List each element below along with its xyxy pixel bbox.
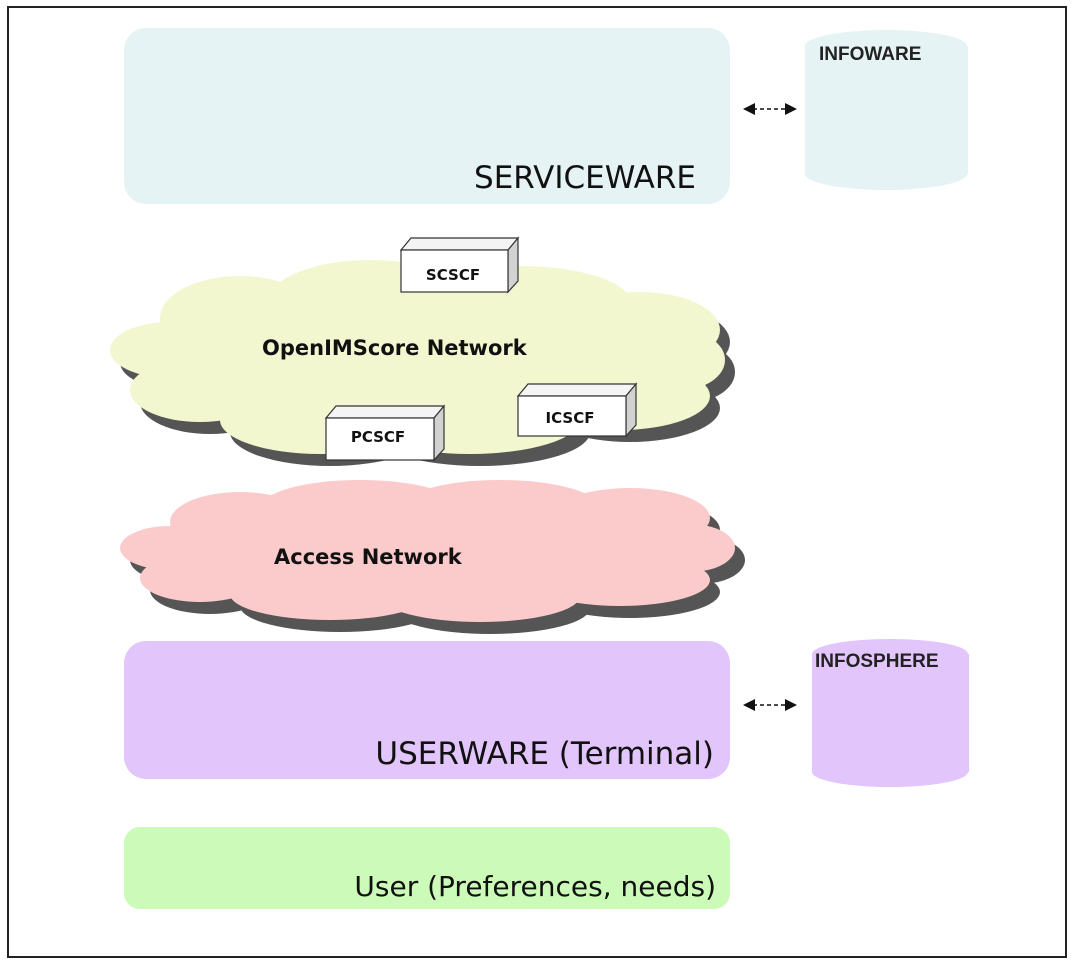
icscf-node-box <box>516 382 638 438</box>
infoware-cylinder <box>805 30 968 190</box>
scscf-node-label: SCSCF <box>425 266 481 284</box>
scscf-node-box <box>399 236 520 294</box>
pcscf-node-label: PCSCF <box>350 428 406 446</box>
infosphere-label: INFOSPHERE <box>815 651 939 672</box>
serviceware-layer: SERVICEWARE <box>124 28 730 204</box>
pcscf-node-box <box>324 404 446 462</box>
user-layer: User (Preferences, needs) <box>124 827 730 909</box>
userware-label: USERWARE (Terminal) <box>375 736 714 772</box>
serviceware-label: SERVICEWARE <box>474 160 696 196</box>
icscf-node-label: ICSCF <box>545 409 595 427</box>
userware-layer: USERWARE (Terminal) <box>124 641 730 779</box>
infoware-label: INFOWARE <box>819 44 922 65</box>
access-network-label: Access Network <box>274 545 462 569</box>
infosphere-cylinder <box>812 639 969 787</box>
openims-network-label: OpenIMScore Network <box>262 336 527 360</box>
access-network-cloud <box>120 480 745 634</box>
user-label: User (Preferences, needs) <box>354 870 716 903</box>
